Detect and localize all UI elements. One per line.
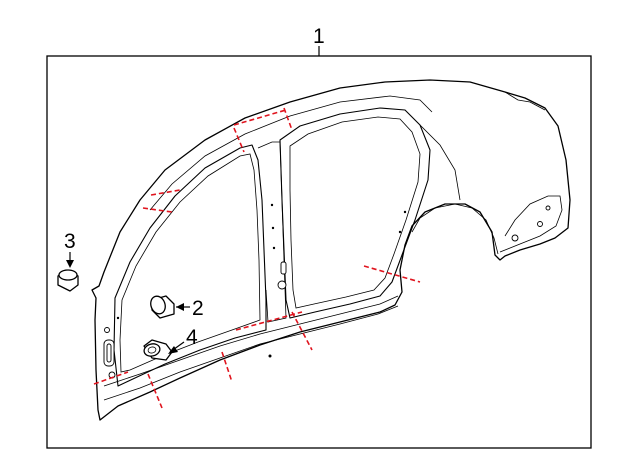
front-door-opening-flange xyxy=(119,153,261,373)
cut-line-front-pillar-lower xyxy=(93,371,129,385)
body-side-panel xyxy=(91,79,571,421)
quarter-hole-2 xyxy=(537,221,543,227)
cut-line-rocker-mid xyxy=(221,351,233,383)
pillar-dot-4 xyxy=(116,316,120,320)
c-pillar xyxy=(419,124,461,201)
rear-door-opening-flange xyxy=(289,116,421,309)
callout-3-label: 3 xyxy=(64,230,76,253)
cut-line-b-pillar-top xyxy=(235,311,303,331)
panel-outline xyxy=(91,79,571,421)
cut-line-roof-right xyxy=(283,107,293,131)
quarter-arch-flange xyxy=(411,203,499,255)
quarter-hole-1 xyxy=(511,234,519,242)
pillar-dot-1 xyxy=(270,203,274,207)
b-pillar-slot xyxy=(280,261,287,275)
cut-line-roof-top xyxy=(233,109,287,126)
cut-line-quarter xyxy=(363,265,421,283)
rear-door-opening xyxy=(279,107,431,319)
front-door-opening xyxy=(113,144,267,387)
b-pillar xyxy=(257,141,287,323)
quarter-lower-edge xyxy=(499,195,563,253)
diagram-frame xyxy=(46,55,592,449)
panel-dot-2 xyxy=(398,230,402,234)
roof-rail xyxy=(149,95,433,211)
callout-2-label: 2 xyxy=(192,297,204,320)
pillar-hole-1 xyxy=(104,327,110,333)
rocker-dot-1 xyxy=(268,354,272,358)
callout-4-arrowhead xyxy=(168,346,178,354)
callout-4-label: 4 xyxy=(186,326,198,349)
quarter-rear-edge xyxy=(504,91,546,111)
cut-line-rocker-rear xyxy=(291,311,313,351)
cut-line-a-pillar-inner xyxy=(142,207,173,213)
pillar-dot-3 xyxy=(272,246,276,250)
plug-2-icon xyxy=(150,295,175,319)
callout-2-arrowhead xyxy=(176,303,184,311)
rocker-lower xyxy=(103,305,399,401)
cut-line-rocker-front xyxy=(147,373,163,409)
b-pillar-striker-hole xyxy=(277,280,287,290)
cut-line-a-pillar-outer xyxy=(150,189,181,196)
cut-lines xyxy=(93,107,421,409)
cut-line-roof-left xyxy=(233,127,245,153)
plug-3-icon xyxy=(57,269,79,292)
quarter-hole-3 xyxy=(545,205,551,211)
rocker-upper xyxy=(103,295,399,387)
panel-dot-1 xyxy=(403,210,407,214)
callout-3-arrowhead xyxy=(66,260,74,268)
callout-1-label: 1 xyxy=(313,25,325,48)
front-hinge-slot-inner xyxy=(106,343,112,363)
pillar-dot-2 xyxy=(271,226,275,230)
